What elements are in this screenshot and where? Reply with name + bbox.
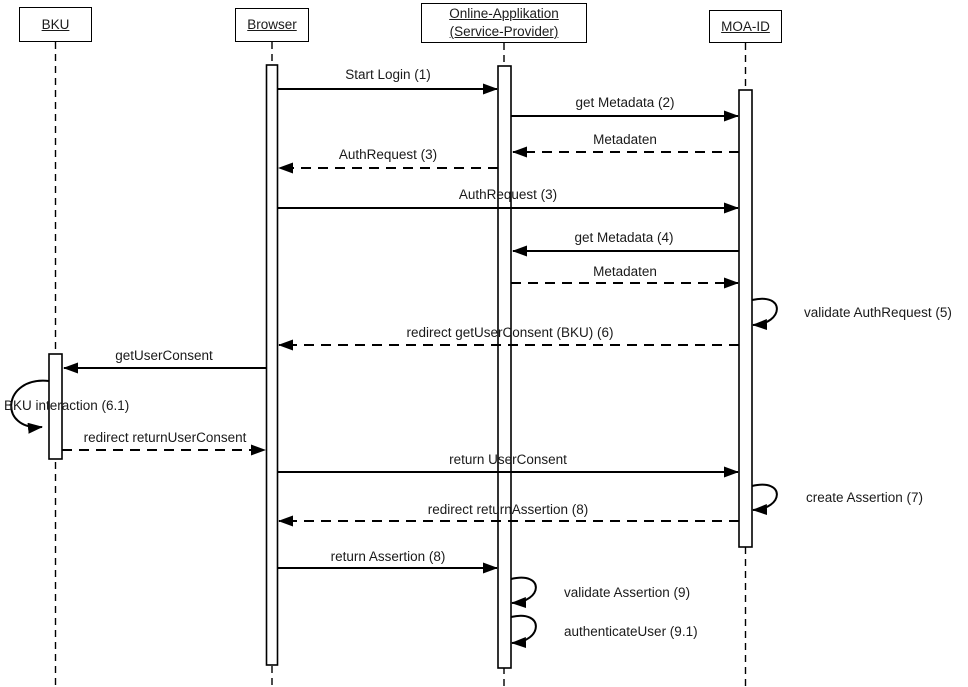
selfloop-validate-authrequest-5 [751, 297, 778, 331]
actor-label-bku: BKU [41, 16, 70, 32]
actor-label-moa-id: MOA-ID [721, 18, 770, 34]
message-label-metadaten-reply: Metadaten [593, 264, 657, 279]
message-label-return-assertion-8: return Assertion (8) [330, 549, 446, 564]
actor-box-bku: BKU [19, 7, 92, 42]
message-label-get-metadata-4: get Metadata (4) [574, 230, 674, 245]
selfloop-create-assertion-7 [751, 483, 778, 516]
message-label-start-login-1: Start Login (1) [345, 67, 431, 82]
selfloop-authenticateuser-9-1 [510, 614, 537, 649]
message-label-metadaten-return: Metadaten [593, 132, 657, 147]
actor-box-moa-id: MOA-ID [709, 10, 782, 43]
activation-bar-browser [265, 64, 279, 666]
message-label-bku-interaction-6-1: BKU interaction (6.1) [4, 398, 130, 413]
activation-bar-moa-id [738, 89, 753, 548]
activation-bar-online-app [497, 65, 512, 669]
message-label-create-assertion-7: create Assertion (7) [806, 490, 924, 505]
message-label-authrequest-3-redirect: AuthRequest (3) [338, 147, 438, 162]
actor-label-online-app: Online-Applikation (Service-Provider) [449, 6, 559, 39]
activation-bar-bku [48, 353, 63, 460]
message-label-return-userconsent: return UserConsent [449, 452, 567, 467]
actor-box-browser: Browser [235, 8, 309, 42]
selfloop-bku-interaction-6-1 [10, 379, 50, 434]
message-label-validate-assertion-9: validate Assertion (9) [564, 585, 691, 600]
message-label-getuserconsent: getUserConsent [115, 348, 213, 363]
message-label-authenticateuser-9-1: authenticateUser (9.1) [564, 624, 698, 639]
message-label-redirect-returnuserconsent: redirect returnUserConsent [83, 430, 247, 445]
actor-box-online-app: Online-Applikation (Service-Provider) [421, 3, 587, 43]
actor-label-browser: Browser [247, 17, 297, 33]
message-label-redirect-returnassertion-8: redirect returnAssertion (8) [427, 502, 589, 517]
message-label-validate-authrequest-5: validate AuthRequest (5) [804, 305, 952, 320]
message-label-redirect-getuserconsent-6: redirect getUserConsent (BKU) (6) [406, 325, 614, 340]
message-label-get-metadata-2: get Metadata (2) [575, 95, 675, 110]
message-label-authrequest-3-forward: AuthRequest (3) [458, 187, 558, 202]
selfloop-validate-assertion-9 [510, 576, 537, 609]
